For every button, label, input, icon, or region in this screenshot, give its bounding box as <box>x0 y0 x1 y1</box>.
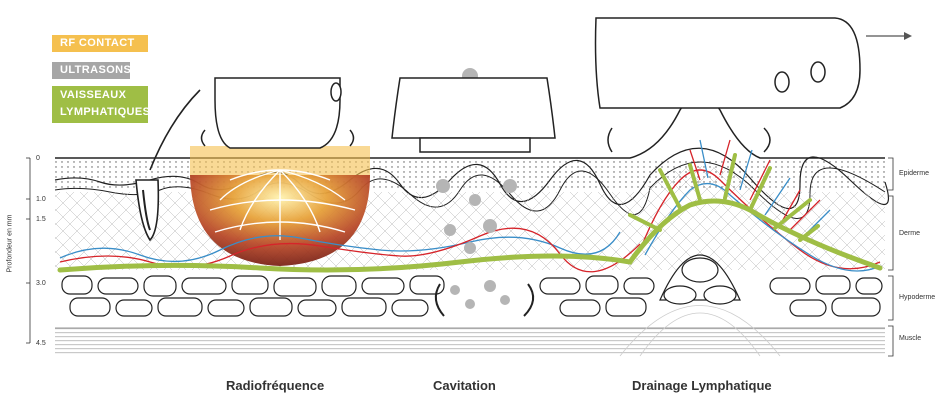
depth-tick-4: 4.5 <box>36 340 46 347</box>
hypodermis-layer <box>55 254 885 322</box>
caption-cavitation: Cavitation <box>433 378 496 393</box>
depth-tick-0: 0 <box>36 155 40 162</box>
legend-lymph-tag: VAISSEAUX LYMPHATIQUES <box>52 86 150 123</box>
depth-tick-2: 1.5 <box>36 216 46 223</box>
layer-label-hypoderme: Hypoderme <box>899 294 936 301</box>
layer-label-derme: Derme <box>899 230 921 237</box>
caption-drainage: Drainage Lymphatique <box>632 378 772 393</box>
muscle-layer <box>55 305 885 357</box>
direction-arrow-icon <box>866 32 912 40</box>
caption-radiofrequence: Radiofréquence <box>226 378 325 393</box>
depth-tick-3: 3.0 <box>36 280 46 287</box>
layer-label-epiderme: Epiderme <box>899 170 929 177</box>
layer-label-muscle: Muscle <box>899 335 922 342</box>
lymphatic-vessel <box>57 153 883 273</box>
hair-follicle-icon <box>135 89 201 242</box>
rf-probe-icon <box>200 77 355 149</box>
depth-tick-1: 1.0 <box>36 196 46 203</box>
ultrasound-probe-icon <box>391 77 556 153</box>
layer-brackets <box>888 157 894 357</box>
axis-title: Profondeur en mm <box>6 214 14 273</box>
suction-head-icon <box>594 17 861 153</box>
legend-rf-tag: RF CONTACT OIL <box>52 35 148 66</box>
depth-axis <box>26 157 31 344</box>
legend-ultrasons-tag: ULTRASONS <box>52 62 131 79</box>
